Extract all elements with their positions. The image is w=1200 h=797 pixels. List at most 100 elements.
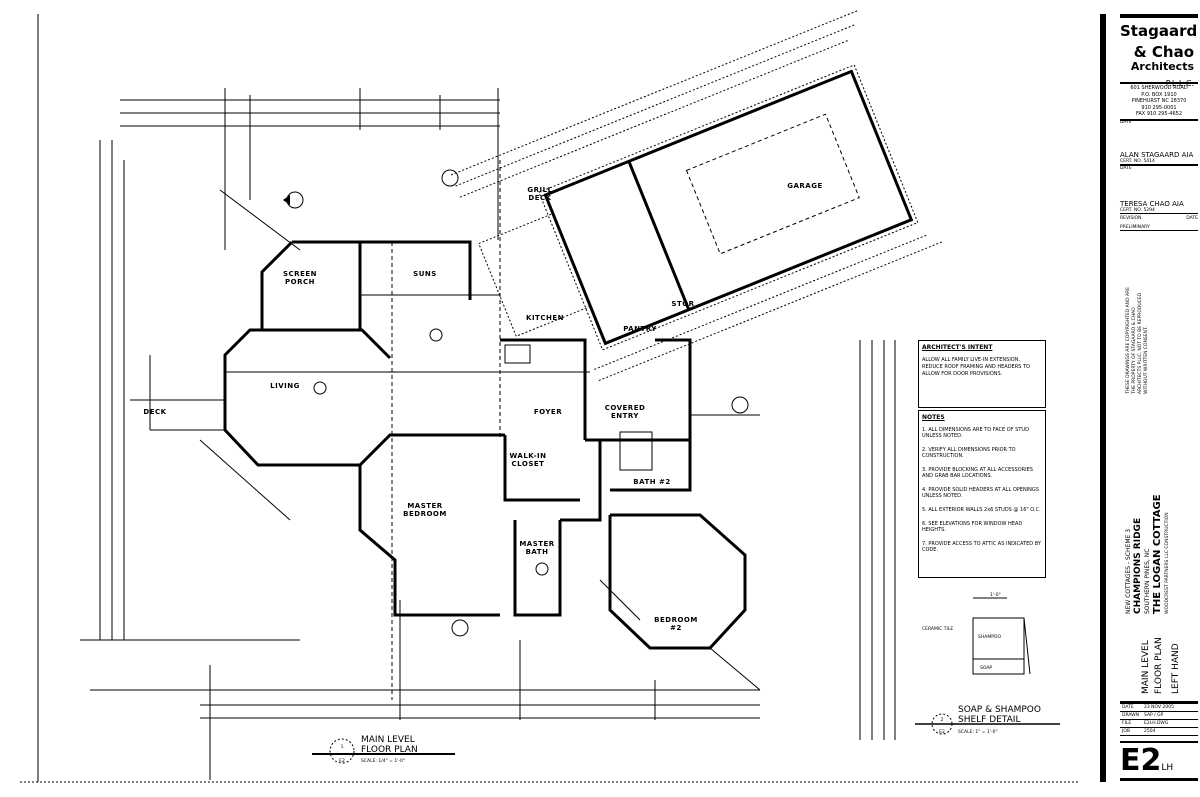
detail-dim: 1'-0" [990, 592, 1001, 598]
architect2-cert: CERT. NO. 5294 [1120, 208, 1198, 214]
sheet-title1: MAIN LEVEL [1141, 640, 1151, 694]
address-line: 601 SHERWOOD ROAD [1130, 85, 1188, 91]
exterior-walls [223, 240, 747, 650]
note-item: 1. ALL DIMENSIONS ARE TO FACE OF STUD UN… [922, 427, 1029, 439]
note-item: 7. PROVIDE ACCESS TO ATTIC AS INDICATED … [922, 541, 1041, 553]
date-label-2: DATE [1120, 166, 1132, 171]
address-line: FAX 910 295-4652 [1135, 111, 1183, 117]
revision-date-label: DATE [1186, 216, 1198, 221]
room-label: MASTER [519, 540, 554, 548]
sheet-title3: LEFT HAND [1171, 643, 1181, 694]
main-plan-title: 1 E2 MAIN LEVEL FLOOR PLAN SCALE: 1/4" =… [312, 735, 455, 764]
room-label: BEDROOM [654, 616, 698, 624]
detail-sheet: E2 [939, 729, 945, 735]
address-line: P.O. BOX 1910 [1141, 91, 1177, 98]
meta-value: E2LH.DWG [1144, 721, 1169, 726]
room-label: BATH #2 [633, 478, 671, 486]
section-markers [283, 169, 749, 637]
copyright-note: THESE DRAWINGS ARE COPYRIGHTED AND ARE T… [1126, 287, 1149, 394]
date-label: DATE [1120, 120, 1132, 125]
architects-intent-text: ALLOW ALL FAMILY LIVE-IN EXTENSION. REDU… [922, 357, 1030, 377]
room-label: PANTRY [623, 325, 657, 333]
notes-box: NOTES 1. ALL DIMENSIONS ARE TO FACE OF S… [918, 410, 1046, 578]
dimension-strings-left [80, 140, 300, 641]
note-item: 6. SEE ELEVATIONS FOR WINDOW HEAD HEIGHT… [922, 521, 1023, 533]
firm-name-3: Architects [1130, 60, 1194, 73]
dimension-strings-bottom [90, 600, 760, 780]
meta-label: DATE [1122, 705, 1134, 710]
note-item: 4. PROVIDE SOLID HEADERS AT ALL OPENINGS… [922, 487, 1039, 499]
room-label: SCREEN [283, 270, 317, 278]
firm-name-2: & Chao [1133, 43, 1194, 61]
detail-soap: SOAP [980, 665, 992, 671]
room-label: STOR [671, 300, 694, 308]
firm-name-1: Stagaard [1120, 22, 1198, 40]
dimension-strings-top [120, 88, 500, 250]
notes-list: 1. ALL DIMENSIONS ARE TO FACE OF STUD UN… [922, 427, 1042, 553]
project-line4: THE LOGAN COTTAGE [1152, 494, 1163, 614]
room-label: BEDROOM [403, 510, 447, 518]
note-item: 2. VERIFY ALL DIMENSIONS PRIOR TO CONSTR… [922, 447, 1016, 459]
meta-row: FILE E2LH.DWG [1120, 720, 1198, 728]
garage-wing [450, 9, 943, 382]
room-label: DECK [528, 194, 551, 202]
main-title-line1: MAIN LEVEL [361, 735, 415, 745]
address-line: 910 295-0001 [1141, 104, 1177, 111]
meta-label: FILE [1122, 721, 1132, 726]
room-label: CLOSET [512, 460, 545, 468]
room-label: GRILL [527, 186, 552, 194]
architects-intent-box: ARCHITECT'S INTENT ALLOW ALL FAMILY LIVE… [918, 340, 1046, 408]
interior-lines [130, 160, 761, 700]
main-title-scale: SCALE: 1/4" = 1'-0" [361, 758, 405, 764]
project-line1: NEW COTTAGES - SCHEME 3 [1125, 528, 1132, 614]
main-title-sheet: E2 [339, 758, 345, 764]
meta-value: 2504 [1144, 729, 1156, 734]
architect1-cert: CERT. NO. 5414 [1120, 159, 1198, 166]
note-item: 3. PROVIDE BLOCKING AT ALL ACCESSORIES A… [922, 467, 1033, 479]
detail-note: CERAMIC TILE [922, 626, 953, 632]
meta-label: DRAWN [1122, 713, 1140, 718]
room-label: COVERED [605, 404, 646, 412]
address-line: PINEHURST NC 28370 [1131, 98, 1187, 104]
main-title-number: 1 [341, 744, 344, 750]
firm-logo: Stagaard & Chao Architects P.L.L.C. [1120, 14, 1198, 88]
main-title-line2: FLOOR PLAN [361, 745, 418, 755]
detail-scale: SCALE: 1" = 1'-0" [958, 729, 998, 735]
notes-heading: NOTES [922, 414, 945, 421]
title-block: Stagaard & Chao Architects P.L.L.C. 601 … [1100, 14, 1198, 782]
room-label: WALK-IN [510, 452, 547, 460]
sheet-number: E2LH [1120, 741, 1198, 781]
room-label: FOYER [534, 408, 562, 416]
project-line2: CHAMPIONS RIDGE [1133, 517, 1143, 614]
sheet-title2: FLOOR PLAN [1154, 637, 1164, 694]
project-line3: SOUTHERN PINES, NC [1144, 548, 1151, 614]
meta-row: JOB 2504 [1120, 728, 1198, 736]
room-label: KITCHEN [526, 314, 564, 322]
room-label: GARAGE [787, 182, 823, 190]
room-labels: SCREENPORCHSUNSLIVINGDECKKITCHENGRILLDEC… [143, 182, 822, 632]
sheet-number-suffix: LH [1161, 763, 1174, 773]
architect2-name: TERESA CHAO AIA [1120, 200, 1184, 208]
revision-label: REVISION [1120, 216, 1142, 221]
dimension-strings-right [859, 340, 896, 740]
architect1-name: ALAN STAGAARD AIA [1120, 151, 1194, 159]
room-label: SUNS [413, 270, 437, 278]
room-label: BATH [526, 548, 549, 556]
sheet-number-main: E2 [1120, 743, 1162, 778]
project-line5: WOODCREST PARTNERS LLC CONSTRUCTION [1165, 512, 1170, 614]
note-item: 5. ALL EXTERIOR WALLS 2x6 STUDS @ 16" O.… [922, 507, 1041, 513]
room-label: ENTRY [611, 412, 639, 420]
meta-label: JOB [1122, 729, 1130, 734]
meta-value: SAP / GP [1144, 713, 1164, 718]
detail-number: 2 [941, 717, 944, 723]
detail-title1: SOAP & SHAMPOO [958, 705, 1041, 715]
soap-shelf-detail: 1'-0" SHAMPOO SOAP CERAMIC TILE 2 E2 SOA… [915, 592, 1060, 735]
architects-intent-heading: ARCHITECT'S INTENT [922, 344, 993, 351]
room-label: DECK [143, 408, 166, 416]
room-label: MASTER [407, 502, 442, 510]
preliminary-label: PRELIMINARY [1120, 225, 1198, 231]
